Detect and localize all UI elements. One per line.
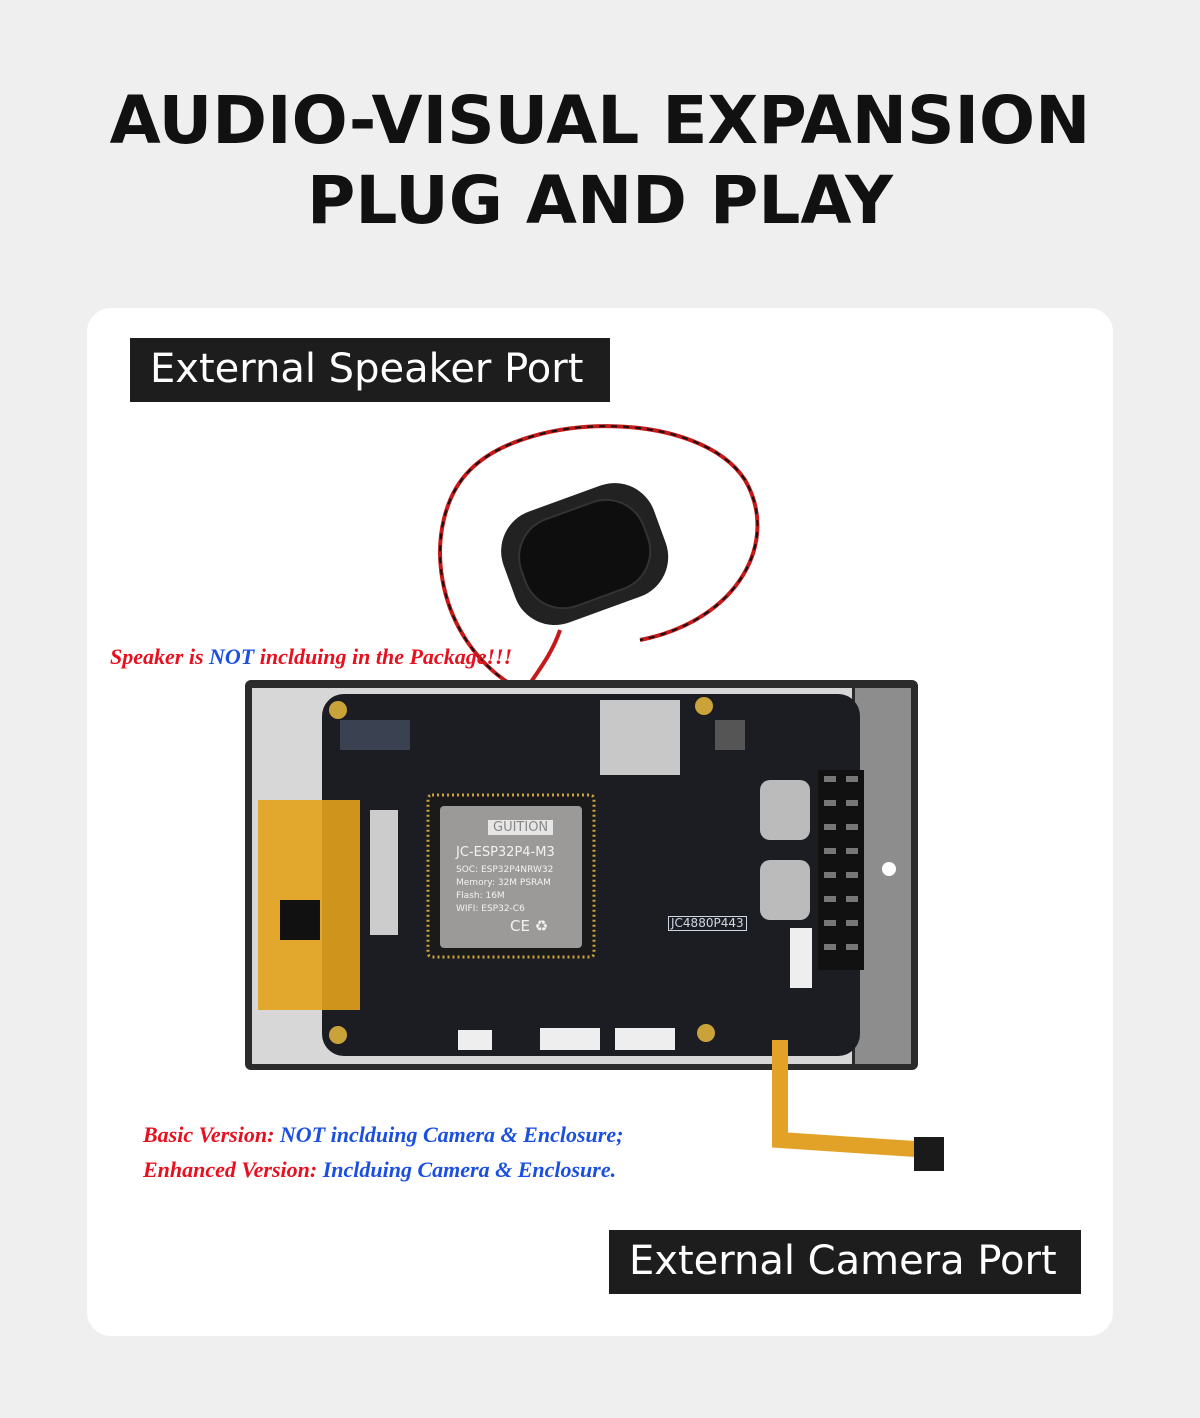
headline-line-2: PLUG AND PLAY (307, 162, 893, 239)
speaker-note-a: Speaker is (110, 644, 209, 669)
module-flash: Flash: 16M (456, 891, 505, 901)
speaker (501, 483, 669, 626)
basic-version-note: Basic Version: NOT inclduing Camera & En… (143, 1122, 623, 1148)
basic-note-label: Basic Version: (143, 1122, 280, 1147)
board-name: JC4880P443 (668, 916, 747, 931)
module-wifi: WIFI: ESP32-C6 (456, 904, 525, 914)
basic-note-text: NOT inclduing Camera & Enclosure; (279, 1122, 624, 1147)
module-label: GUITION JC-ESP32P4-M3 SOC: ESP32P4NRW32 … (440, 806, 582, 948)
certification-marks: CE ♻ (510, 917, 549, 935)
enhanced-version-note: Enhanced Version: Inclduing Camera & Enc… (143, 1157, 616, 1183)
module-brand: GUITION (488, 820, 554, 835)
pin-header (818, 770, 864, 970)
module-memory: Memory: 32M PSRAM (456, 878, 551, 888)
enhanced-note-text: Inclduing Camera & Enclosure. (322, 1157, 617, 1182)
speaker-note-c: inclduing in the Package!!! (254, 644, 513, 669)
speaker-note-b: NOT (209, 644, 255, 669)
camera (914, 1137, 944, 1171)
headline-line-1: AUDIO-VISUAL EXPANSION (109, 82, 1091, 159)
camera-port-label: External Camera Port (609, 1230, 1081, 1294)
enhanced-note-label: Enhanced Version: (143, 1157, 323, 1182)
module-name: JC-ESP32P4-M3 (456, 845, 555, 860)
speaker-port-label: External Speaker Port (130, 338, 610, 402)
module-soc: SOC: ESP32P4NRW32 (456, 865, 554, 875)
speaker-note: Speaker is NOT inclduing in the Package!… (110, 644, 512, 670)
camera-flex (772, 1040, 931, 1158)
